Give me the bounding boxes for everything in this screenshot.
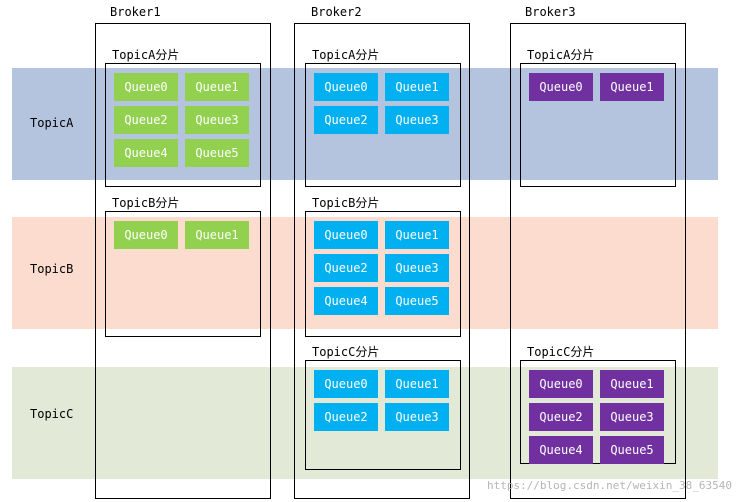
queue-block: Queue1	[600, 73, 664, 101]
queue-block: Queue4	[314, 287, 378, 315]
shard-label: TopicA分片	[527, 48, 595, 62]
shard-label: TopicC分片	[312, 345, 380, 359]
broker-3-label: Broker3	[525, 5, 576, 19]
queue-block: Queue1	[385, 370, 449, 398]
queue-block: Queue3	[385, 403, 449, 431]
shard-label: TopicC分片	[527, 345, 595, 359]
queue-block: Queue0	[114, 221, 178, 249]
broker-1	[95, 23, 271, 499]
queue-block: Queue2	[314, 106, 378, 134]
queue-block: Queue2	[529, 403, 593, 431]
queue-block: Queue3	[185, 106, 249, 134]
queue-block: Queue2	[114, 106, 178, 134]
topic-a-label: TopicA	[30, 116, 74, 130]
queue-block: Queue0	[314, 73, 378, 101]
queue-block: Queue4	[529, 436, 593, 464]
broker-2	[294, 23, 470, 499]
queue-block: Queue3	[385, 106, 449, 134]
queue-block: Queue5	[185, 139, 249, 167]
broker-2-label: Broker2	[311, 5, 362, 19]
queue-block: Queue0	[114, 73, 178, 101]
queue-block: Queue5	[600, 436, 664, 464]
queue-block: Queue1	[600, 370, 664, 398]
topic-c-label: TopicC	[30, 407, 74, 421]
shard-label: TopicA分片	[112, 48, 180, 62]
queue-block: Queue1	[185, 221, 249, 249]
shard-label: TopicA分片	[312, 48, 380, 62]
queue-block: Queue1	[185, 73, 249, 101]
topic-b-label: TopicB	[30, 262, 74, 276]
queue-block: Queue0	[314, 370, 378, 398]
shard-label: TopicB分片	[112, 196, 180, 210]
queue-block: Queue3	[600, 403, 664, 431]
queue-block: Queue2	[314, 403, 378, 431]
queue-block: Queue2	[314, 254, 378, 282]
queue-block: Queue5	[385, 287, 449, 315]
shard-label: TopicB分片	[312, 196, 380, 210]
queue-block: Queue0	[314, 221, 378, 249]
queue-block: Queue3	[385, 254, 449, 282]
queue-block: Queue0	[529, 370, 593, 398]
queue-block: Queue1	[385, 73, 449, 101]
queue-block: Queue0	[529, 73, 593, 101]
broker-3	[510, 23, 686, 499]
broker-1-label: Broker1	[110, 5, 161, 19]
queue-block: Queue4	[114, 139, 178, 167]
queue-block: Queue1	[385, 221, 449, 249]
watermark: https://blog.csdn.net/weixin_38_63540	[486, 479, 732, 492]
